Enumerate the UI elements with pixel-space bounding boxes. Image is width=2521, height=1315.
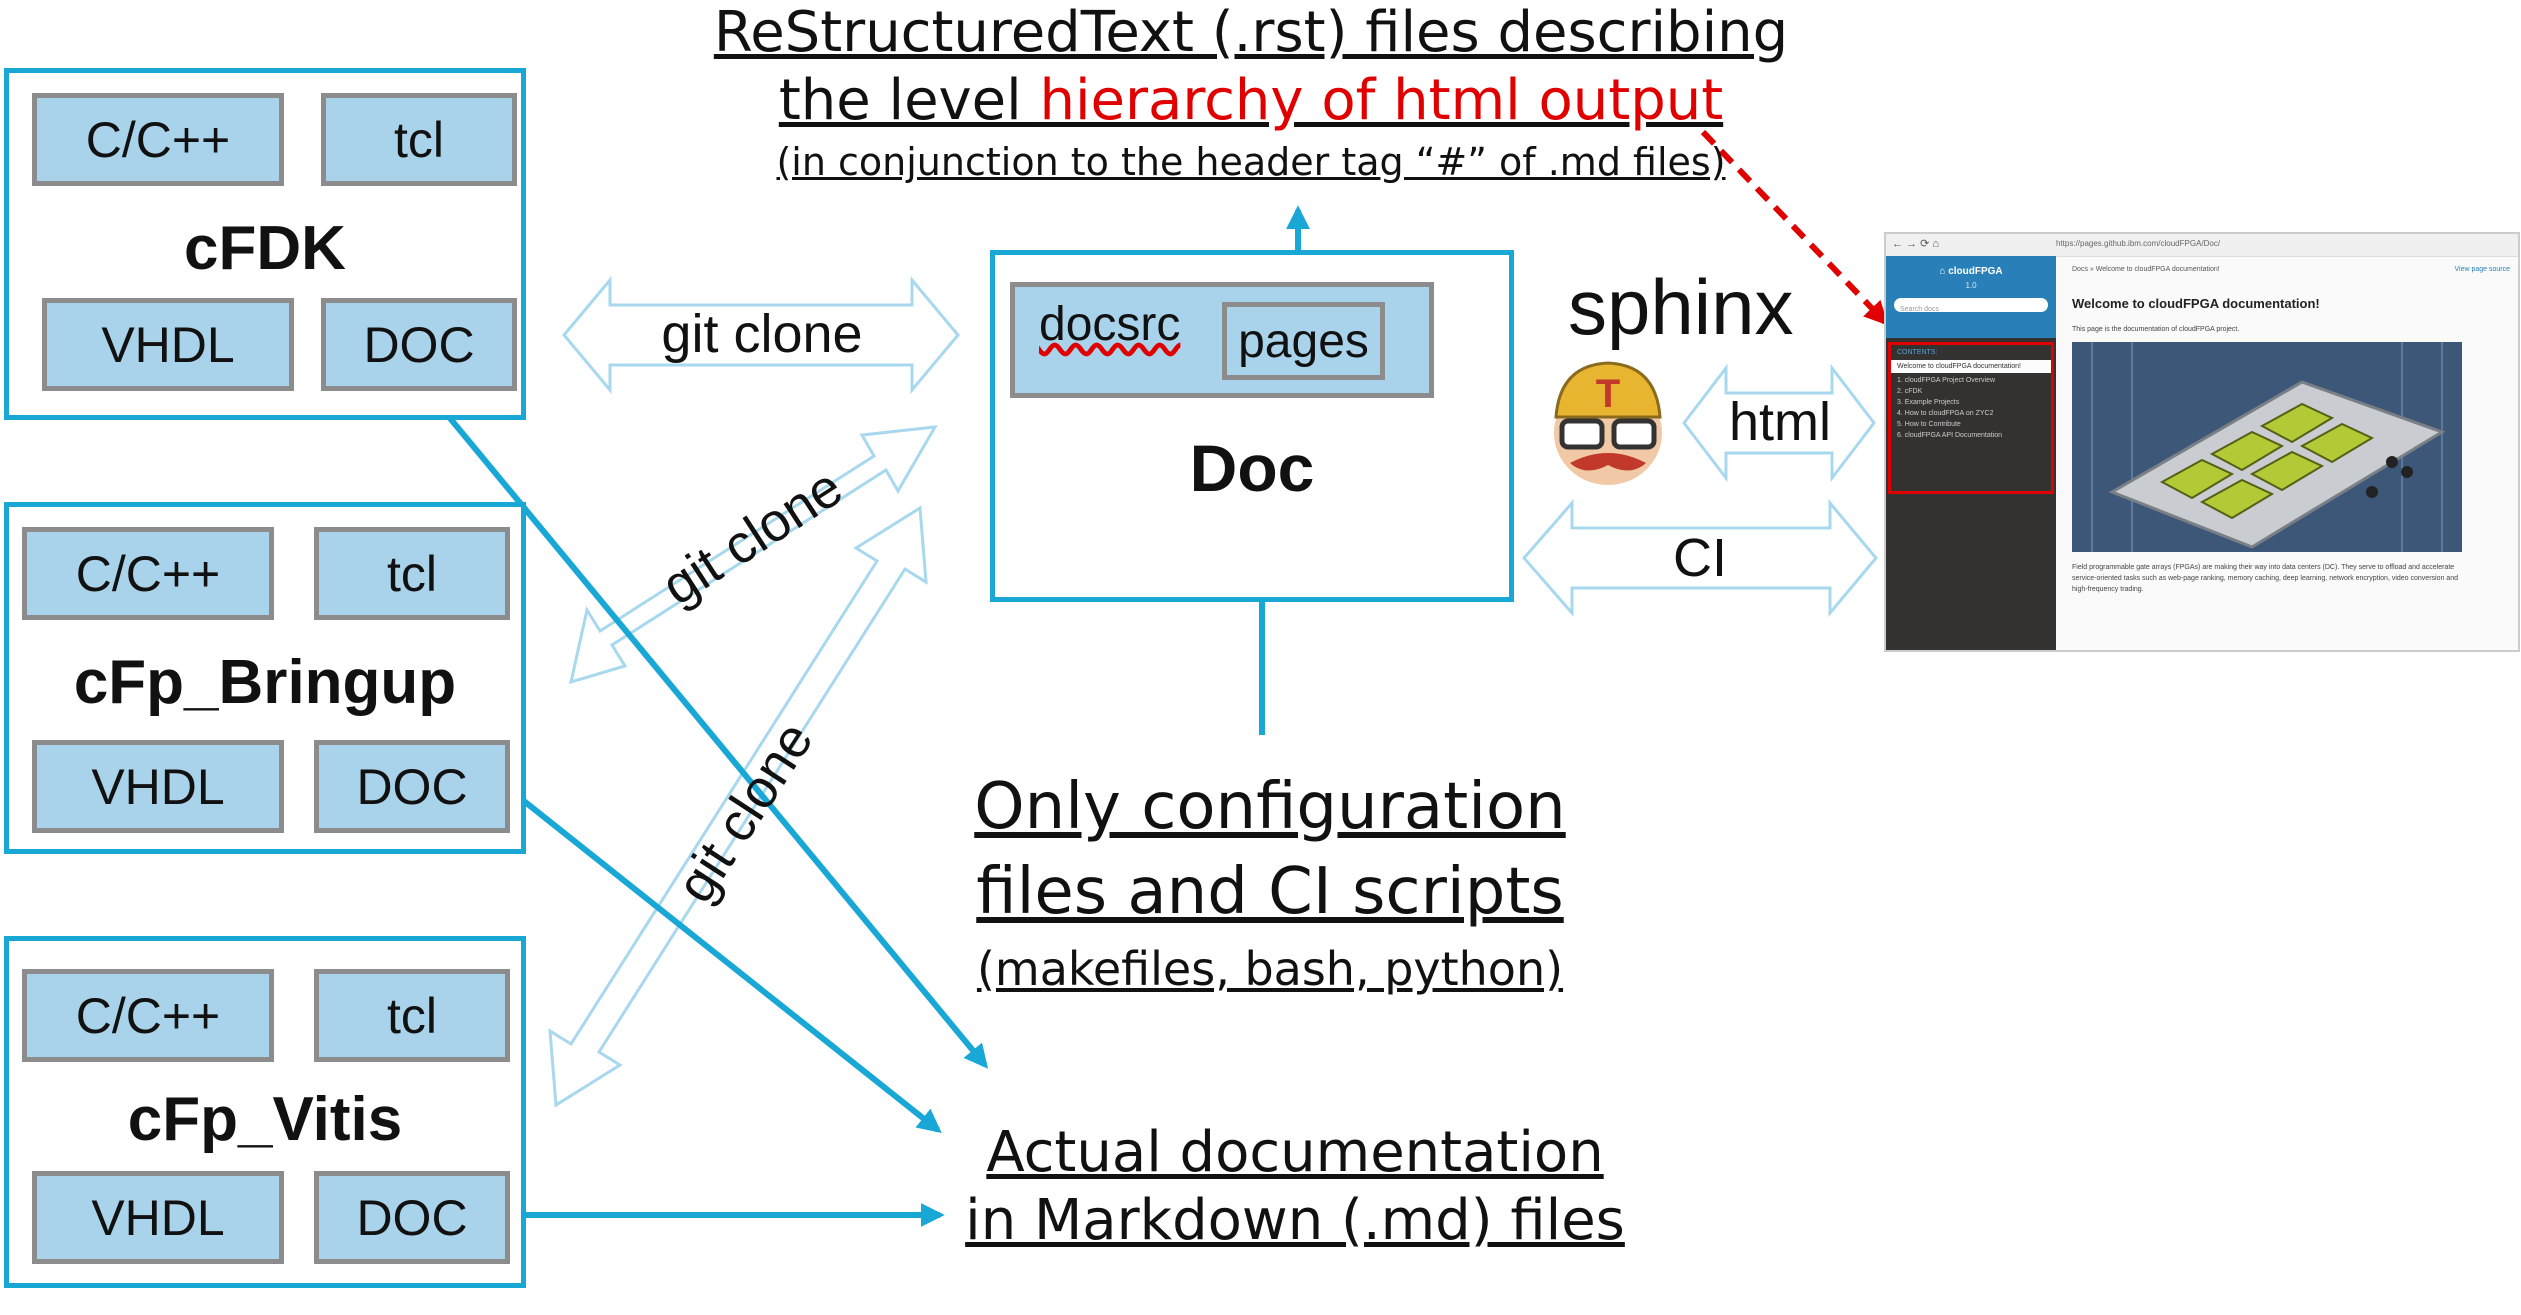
rst-note-line3: (in conjunction to the header tag “#” of… xyxy=(776,140,1726,184)
nav-item[interactable]: 1. cloudFPGA Project Overview xyxy=(1897,377,1996,384)
browser-toolbar: ← → ⟳ ⌂ https://pages.github.ibm.com/clo… xyxy=(1886,234,2518,257)
git-clone-arrow-3 xyxy=(548,505,928,1108)
module-tcl: tcl xyxy=(314,969,510,1062)
contents-caption: CONTENTS: xyxy=(1897,349,1938,356)
doc-title: Doc xyxy=(1189,431,1315,505)
page-heading: Welcome to cloudFPGA documentation! xyxy=(2072,296,2320,311)
rst-note-highlight: hierarchy of html output xyxy=(1039,68,1724,133)
git-clone-label-2: git clone xyxy=(652,457,853,617)
md-note-line1: Actual documentation xyxy=(986,1120,1604,1185)
module-vhdl: VHDL xyxy=(32,1171,284,1264)
repo-title-cfp-vitis: cFp_Vitis xyxy=(127,1085,403,1154)
docs-screenshot: ← → ⟳ ⌂ https://pages.github.ibm.com/clo… xyxy=(1884,232,2520,652)
module-doc: DOC xyxy=(314,740,510,833)
config-note-line2: files and CI scripts xyxy=(976,855,1564,929)
brand-label: ⌂ cloudFPGA xyxy=(1939,266,2003,277)
repo-cfp-bringup: C/C++ tcl cFp_Bringup VHDL DOC xyxy=(4,502,526,854)
ci-arrow xyxy=(1522,498,1878,618)
ci-label: CI xyxy=(1673,528,1727,588)
search-placeholder: Search docs xyxy=(1900,306,1939,313)
version-label: 1.0 xyxy=(1965,281,1977,290)
repo-cfp-vitis: C/C++ tcl cFp_Vitis VHDL DOC xyxy=(4,936,526,1288)
module-cpp: C/C++ xyxy=(22,969,274,1062)
svg-text:T: T xyxy=(1596,372,1620,416)
doc-link-bringup xyxy=(503,783,942,1133)
intro-text: This page is the documentation of cloudF… xyxy=(2072,326,2240,333)
view-source-link[interactable]: View page source xyxy=(2454,266,2510,273)
module-vhdl: VHDL xyxy=(42,298,294,391)
pages-box: pages xyxy=(1222,302,1385,380)
rst-note-line1: ReStructuredText (.rst) files describing xyxy=(713,0,1789,65)
nav-arrows-icon: ← → ⟳ ⌂ xyxy=(1892,238,1940,250)
module-doc: DOC xyxy=(321,298,517,391)
module-cpp: C/C++ xyxy=(22,527,274,620)
hierarchy-arrow xyxy=(1700,129,1889,326)
docsrc-label: docsrc xyxy=(1039,298,1181,351)
nav-item[interactable]: 2. cFDK xyxy=(1897,388,1923,395)
module-tcl: tcl xyxy=(314,527,510,620)
git-clone-label-1: git clone xyxy=(661,304,862,364)
config-note-line1: Only configuration xyxy=(974,770,1566,844)
config-note-line3: (makefiles, bash, python) xyxy=(976,942,1564,996)
doc-link-cfdk xyxy=(422,386,989,1069)
module-cpp: C/C++ xyxy=(32,93,284,186)
rst-note-prefix: the level xyxy=(778,68,1040,133)
fpga-server-image xyxy=(2072,342,2462,552)
repo-cfdk: C/C++ tcl cFDK VHDL DOC xyxy=(4,68,526,420)
git-clone-arrow-2 xyxy=(568,425,938,685)
repo-title-cfdk: cFDK xyxy=(184,214,346,283)
git-clone-label-3: git clone xyxy=(665,712,825,913)
html-label: html xyxy=(1729,392,1831,452)
nav-item[interactable]: 5. How to Contribute xyxy=(1897,421,1961,428)
git-clone-arrow-1 xyxy=(562,275,960,395)
nav-item[interactable]: 3. Example Projects xyxy=(1897,399,1960,406)
module-doc: DOC xyxy=(314,1171,510,1264)
nav-item[interactable]: 4. How to cloudFPGA on ZYC2 xyxy=(1897,410,1994,417)
contents-box: CONTENTS: Welcome to cloudFPGA documenta… xyxy=(1888,342,2054,494)
sidebar-header: ⌂ cloudFPGA 1.0 Search docs xyxy=(1886,256,2056,338)
module-vhdl: VHDL xyxy=(32,740,284,833)
rst-note-line2: the level hierarchy of html output xyxy=(700,68,1802,133)
sphinx-mascot-icon: T xyxy=(1554,361,1662,485)
md-note-line2: in Markdown (.md) files xyxy=(965,1188,1625,1253)
docs-sidebar: ⌂ cloudFPGA 1.0 Search docs CONTENTS: We… xyxy=(1886,256,2056,650)
module-tcl: tcl xyxy=(321,93,517,186)
sphinx-label: sphinx xyxy=(1568,263,1794,351)
breadcrumb: Docs » Welcome to cloudFPGA documentatio… xyxy=(2072,266,2220,273)
search-docs-input[interactable]: Search docs xyxy=(1894,298,2048,313)
repo-doc: docsrc pages Doc xyxy=(990,250,1514,602)
nav-item-active[interactable]: Welcome to cloudFPGA documentation! xyxy=(1891,360,2051,373)
body-text: Field programmable gate arrays (FPGAs) a… xyxy=(2072,564,2458,593)
nav-item[interactable]: 6. cloudFPGA API Documentation xyxy=(1897,432,2003,439)
url-bar: https://pages.github.ibm.com/cloudFPGA/D… xyxy=(2056,239,2221,248)
docs-content: Docs » Welcome to cloudFPGA documentatio… xyxy=(2072,256,2510,650)
repo-title-cfp-bringup: cFp_Bringup xyxy=(73,648,457,717)
html-arrow xyxy=(1682,363,1876,483)
